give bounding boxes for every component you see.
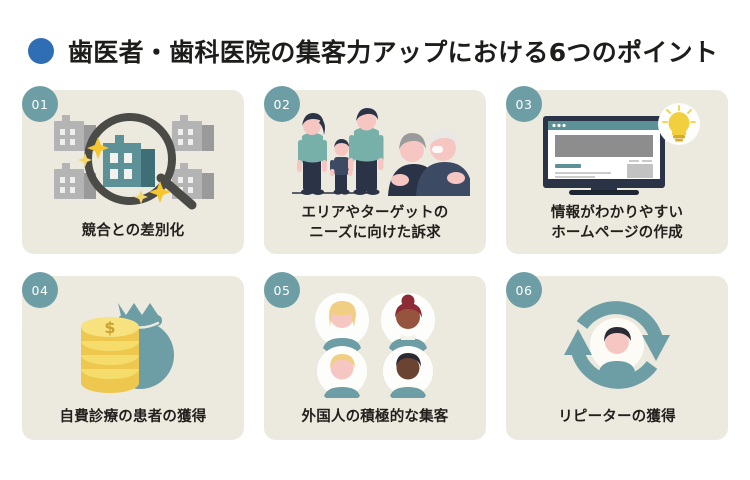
card-number-badge-05: 05 xyxy=(264,272,300,308)
page-title: 歯医者・歯科医院の集客力アップにおける6つのポイント xyxy=(68,38,719,67)
illustration-magnifying-glass-over-buildings xyxy=(22,90,244,221)
caption-line: 外国人の積極的な集客 xyxy=(301,409,449,425)
point-card-06[interactable]: リピーターの獲得 06 xyxy=(506,272,728,440)
card-number-badge-01: 01 xyxy=(22,86,58,122)
illustration-cycle-arrows-around-person xyxy=(506,276,728,407)
caption-line: 競合との差別化 xyxy=(81,223,185,239)
card-number-badge-03: 03 xyxy=(506,86,542,122)
point-card-03[interactable]: 情報がわかりやすい ホームページの作成 03 xyxy=(506,86,728,254)
illustration-laptop-website-with-lightbulb xyxy=(506,90,728,203)
card-caption-02: エリアやターゲットの ニーズに向けた訴求 xyxy=(264,203,486,254)
illustration-money-bag-with-coins: $ xyxy=(22,276,244,407)
svg-text:$: $ xyxy=(104,318,115,337)
illustration-four-diverse-avatars xyxy=(264,276,486,407)
card-caption-03: 情報がわかりやすい ホームページの作成 xyxy=(506,203,728,254)
page-header: 歯医者・歯科医院の集客力アップにおける6つのポイント xyxy=(28,30,718,72)
caption-line: 自費診療の患者の獲得 xyxy=(59,409,207,425)
point-card-02[interactable]: エリアやターゲットの ニーズに向けた訴求 02 xyxy=(264,86,486,254)
card-number-badge-02: 02 xyxy=(264,86,300,122)
card-caption-04: 自費診療の患者の獲得 xyxy=(22,407,244,440)
caption-line: リピーターの獲得 xyxy=(558,409,676,425)
caption-line: エリアやターゲットの xyxy=(301,205,449,221)
card-number-badge-04: 04 xyxy=(22,272,58,308)
point-card-04[interactable]: $ 自費診療の患者の獲得 04 xyxy=(22,272,244,440)
card-caption-06: リピーターの獲得 xyxy=(506,407,728,440)
point-card-05[interactable]: 外国人の積極的な集客 05 xyxy=(264,272,486,440)
card-number-badge-06: 06 xyxy=(506,272,542,308)
blue-circle-bullet-icon xyxy=(28,38,54,64)
illustration-family-and-elderly-couple xyxy=(264,90,486,203)
points-grid: 競合との差別化 01 xyxy=(22,86,728,440)
card-caption-05: 外国人の積極的な集客 xyxy=(264,407,486,440)
caption-line: ホームページの作成 xyxy=(551,225,683,241)
card-caption-01: 競合との差別化 xyxy=(22,221,244,254)
point-card-01[interactable]: 競合との差別化 01 xyxy=(22,86,244,254)
caption-line: ニーズに向けた訴求 xyxy=(309,225,441,241)
caption-line: 情報がわかりやすい xyxy=(550,205,684,221)
